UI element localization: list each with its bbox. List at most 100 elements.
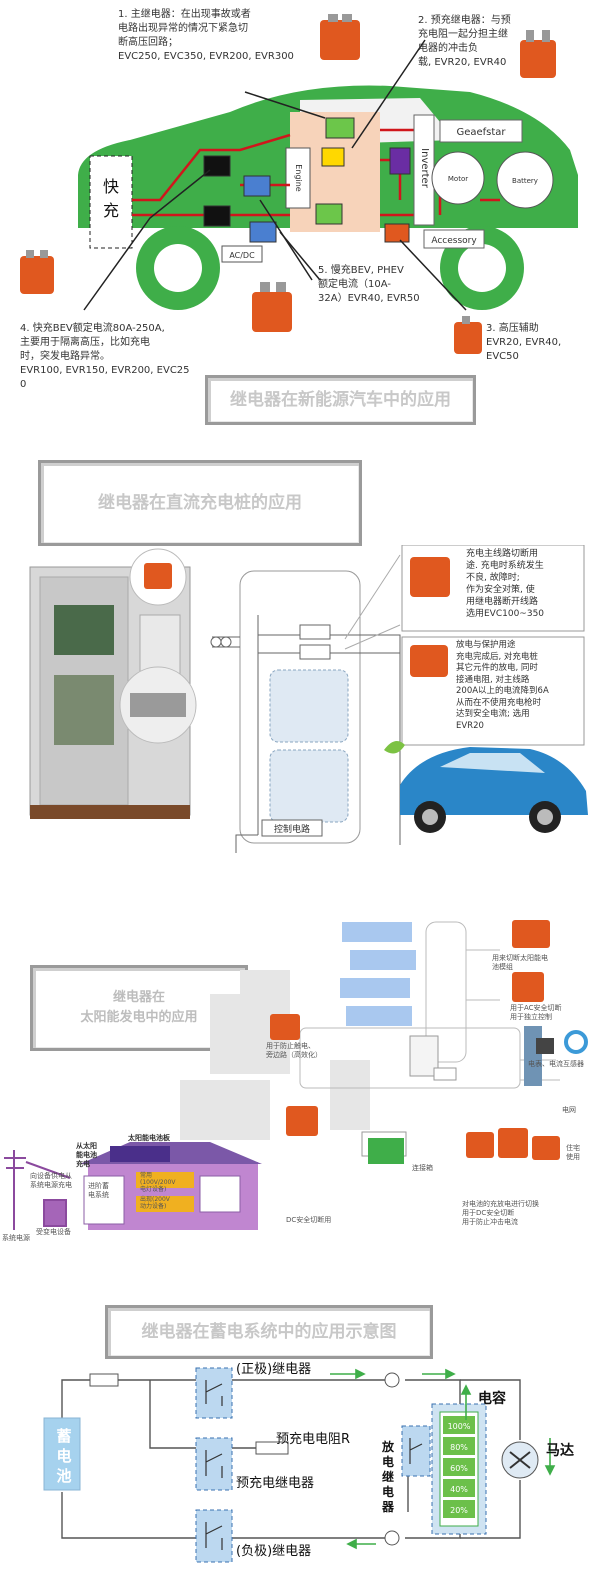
ev-note-slow-charge: 5. 慢充BEV, PHEV 额定电流（10A- 32A）EVR40, EVR5… bbox=[318, 265, 420, 304]
accessory-box bbox=[423, 229, 485, 249]
relay-product-2 bbox=[520, 40, 556, 78]
quick-charge-label-1: 快 bbox=[103, 177, 119, 196]
precharge-resistor bbox=[255, 1441, 289, 1455]
level-80: 80% bbox=[450, 1443, 468, 1452]
relay-5-icon bbox=[203, 205, 231, 227]
solar-label-anti-back: 用于防止触电、 旁边路（高效化） bbox=[266, 1042, 322, 1059]
discharge-relay-box bbox=[401, 1425, 431, 1477]
precharge-resistor-label: 预充电电阻R bbox=[276, 1432, 351, 1447]
ev-note-precharge-relay: 2. 预充继电器：与预 充电阻一起分担主继 电器的冲击负 载, EVR20, E… bbox=[418, 15, 511, 68]
inverter-label: Inverter bbox=[419, 148, 430, 189]
relay-6-icon bbox=[243, 175, 271, 197]
acdc-box bbox=[221, 245, 263, 263]
solar-relay-6 bbox=[498, 1128, 528, 1158]
relay-2-icon bbox=[321, 147, 345, 167]
solar-legend-2: 出现(200V 动力设备) bbox=[140, 1196, 170, 1210]
solar-relay-5 bbox=[466, 1132, 494, 1158]
dc-section-title: 继电器在直流充电桩的应用 bbox=[38, 460, 362, 546]
ev-diagram: Engine 快 充 AC/DC bbox=[20, 14, 578, 354]
pos-relay-label: (正极)继电器 bbox=[236, 1362, 312, 1377]
pos-relay-box bbox=[195, 1367, 233, 1419]
solar-label-from-solar: 从太阳 能电池 充电 bbox=[76, 1142, 97, 1168]
geaefstar-box bbox=[439, 119, 523, 143]
solar-label-from-device: 向设备供电从 系统电源充电 bbox=[30, 1172, 72, 1189]
capacitor-levels bbox=[443, 1416, 475, 1518]
discharge-relay-label: 放 电 继 电 器 bbox=[382, 1440, 395, 1514]
storage-section-title: 继电器在蓄电系统中的应用示意图 bbox=[105, 1305, 433, 1359]
battery-circle bbox=[496, 151, 554, 209]
solar-label-junction: 连接箱 bbox=[412, 1164, 433, 1172]
solar-relay-2 bbox=[512, 972, 544, 1002]
relay-product-1 bbox=[320, 20, 360, 60]
quick-charge-label-2: 充 bbox=[103, 201, 119, 220]
solar-relay-1 bbox=[512, 920, 550, 948]
solar-panels bbox=[340, 922, 416, 1026]
relay-product-images bbox=[20, 14, 556, 354]
dc-note-main-line: 充电主线路切断用 途. 充电时系统发生 不良, 故障时; 作为安全对策, 使 用… bbox=[466, 549, 545, 619]
current-arrows bbox=[330, 1368, 556, 1550]
battery-label: Battery bbox=[512, 177, 538, 185]
solar-label-storage: 蓄电池 bbox=[368, 1164, 389, 1172]
blue-vertical-unit bbox=[524, 1026, 542, 1086]
precharge-relay-label: 预充电继电器 bbox=[236, 1476, 315, 1491]
control-circuit-label: 控制电路 bbox=[274, 823, 310, 835]
relay-product-5 bbox=[454, 322, 482, 354]
control-circuit-box bbox=[261, 819, 323, 837]
storage-battery bbox=[368, 1138, 404, 1164]
dc-note-discharge: 放电与保护用途 充电完成后, 对充电桩 其它元件的放电, 同时 接通电阻, 对主… bbox=[456, 640, 549, 731]
solar-label-cut-panel: 用来切断太阳能电 池模组 bbox=[492, 954, 548, 971]
neg-relay-box bbox=[195, 1509, 233, 1563]
solar-label-ac-cut: 用于AC安全切断 用于独立控制 bbox=[510, 1004, 562, 1021]
top-resistor bbox=[89, 1373, 119, 1387]
quick-charge-box bbox=[89, 155, 133, 249]
charging-plug-leaf bbox=[384, 741, 405, 754]
solar-label-home: 住宅 使用 bbox=[566, 1144, 580, 1161]
level-20: 20% bbox=[450, 1506, 468, 1515]
engine-label: Engine bbox=[294, 164, 303, 191]
engine-box bbox=[285, 147, 311, 209]
dc-schematic-outline bbox=[239, 570, 361, 844]
solar-relay-3 bbox=[286, 1106, 318, 1136]
accessory-label: Accessory bbox=[431, 236, 477, 246]
level-60: 60% bbox=[450, 1464, 468, 1473]
ct-ring bbox=[564, 1030, 588, 1054]
solar-label-panel: 太阳能电池板 bbox=[128, 1134, 170, 1142]
solar-label-receiving: 受变电设备 bbox=[36, 1228, 71, 1236]
solar-label-meter: 电表、电流互感器 bbox=[528, 1060, 584, 1068]
relay-3-icon bbox=[315, 203, 343, 225]
ev-note-quick-charge: 4. 快充BEV额定电流80A-250A, 主要用于隔离高压，比如充电 时，突发… bbox=[20, 323, 190, 390]
utility-pole bbox=[4, 1150, 71, 1230]
current-transformer bbox=[536, 1038, 554, 1054]
ev-section-title: 继电器在新能源汽车中的应用 bbox=[205, 375, 476, 425]
solar-relay-4 bbox=[270, 1014, 300, 1040]
inverter-box-solar bbox=[409, 1035, 439, 1077]
minus-terminal bbox=[384, 1530, 400, 1546]
dc-module-2 bbox=[269, 749, 349, 823]
plus-terminal bbox=[384, 1372, 400, 1388]
battery-label: 蓄 电 池 bbox=[56, 1427, 72, 1485]
level-100: 100% bbox=[448, 1422, 471, 1431]
relay-9-icon bbox=[384, 223, 410, 243]
relay-8-icon bbox=[389, 147, 411, 175]
purple-house bbox=[80, 1142, 262, 1230]
relay-7-icon bbox=[249, 221, 277, 243]
dc-diagram: 控制电路 bbox=[29, 545, 588, 853]
relay-product-4 bbox=[252, 292, 292, 332]
solar-label-dc-cut: DC安全切断用 bbox=[286, 1216, 332, 1224]
solar-label-storage-unit: 进阶蓄 电系统 bbox=[88, 1182, 109, 1199]
motor-label: Motor bbox=[448, 175, 468, 183]
solar-relay-7 bbox=[532, 1136, 560, 1160]
neg-relay-label: (负极)继电器 bbox=[236, 1544, 312, 1559]
relay-4-icon bbox=[203, 155, 231, 177]
solar-label-right-bottom: 对电池的充放电进行切换 用于DC安全切断 用于防止冲击电流 bbox=[462, 1200, 539, 1226]
relay-icons bbox=[203, 117, 411, 243]
precharge-relay-box bbox=[195, 1437, 233, 1491]
ev-note-main-relay: 1. 主继电器：在出现事故或者 电路出现异常的情况下紧急切 断高压回路； EVC… bbox=[118, 9, 294, 62]
pointer-lines bbox=[83, 39, 467, 311]
solar-label-power-source: 系统电源 bbox=[2, 1234, 30, 1242]
battery-block bbox=[43, 1417, 81, 1491]
storage-diagram: 100% 80% 60% 40% 20% bbox=[43, 1367, 556, 1563]
acdc-label: AC/DC bbox=[229, 251, 255, 260]
capacitor-label: 电容 bbox=[478, 1391, 506, 1407]
geaefstar-label: Geaefstar bbox=[456, 127, 506, 138]
